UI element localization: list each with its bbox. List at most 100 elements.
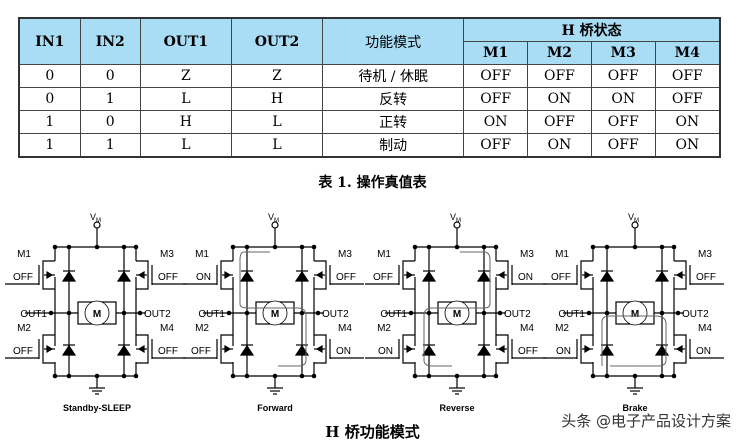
mosfet-channel xyxy=(496,260,509,290)
table-cell: L xyxy=(230,110,324,134)
junction-dot xyxy=(604,244,610,250)
junction-dot xyxy=(244,244,250,250)
junction-dot xyxy=(315,310,321,316)
header-bridge-state: H 桥状态 xyxy=(463,17,721,42)
junction-dot xyxy=(133,244,139,250)
diode-icon xyxy=(61,344,77,356)
table-cell: 1 xyxy=(79,87,141,111)
motor-icon xyxy=(262,300,288,326)
label-vm-sub: M xyxy=(96,218,101,224)
junction-dot xyxy=(590,373,596,379)
junction-dot xyxy=(675,310,681,316)
junction-dot xyxy=(671,373,677,379)
junction-dot xyxy=(632,373,638,379)
figure-caption: H 桥功能模式 xyxy=(325,423,420,441)
table-cell: 0 xyxy=(18,64,81,88)
label-m1: M1 xyxy=(555,249,569,260)
junction-dot xyxy=(586,310,592,316)
mosfet-channel xyxy=(42,334,55,364)
diode-icon xyxy=(294,270,310,282)
mosfet-channel xyxy=(580,260,593,290)
diode-icon xyxy=(61,270,77,282)
mosfet-channel xyxy=(220,260,233,290)
junction-dot xyxy=(481,373,487,379)
table-cell: 1 xyxy=(18,110,81,134)
diode-icon xyxy=(294,344,310,356)
table-cell: ON xyxy=(654,133,721,158)
table-cell: H xyxy=(230,87,324,111)
state-m3: OFF xyxy=(696,272,716,283)
junction-dot xyxy=(66,373,72,379)
diagram-caption: Standby-SLEEP xyxy=(63,403,131,413)
header-in1: IN1 xyxy=(18,17,81,65)
header-in2: IN2 xyxy=(79,17,141,65)
motor-label: M xyxy=(453,309,461,320)
junction-dot xyxy=(133,373,139,379)
truth-table: IN1 IN2 OUT1 OUT2 功能模式 H 桥状态 M1 M2 M3 M4… xyxy=(18,17,721,158)
diode-icon xyxy=(599,270,615,282)
junction-dot xyxy=(604,310,610,316)
junction-dot xyxy=(311,244,317,250)
state-m2: ON xyxy=(556,346,571,357)
state-m3: OFF xyxy=(336,272,356,283)
table-cell: OFF xyxy=(654,87,721,111)
table-cell: ON xyxy=(463,110,529,134)
junction-dot xyxy=(121,244,127,250)
junction-dot xyxy=(48,310,54,316)
state-m3: OFF xyxy=(158,272,178,283)
junction-dot xyxy=(272,373,278,379)
diode-icon xyxy=(654,270,670,282)
state-m1: OFF xyxy=(551,272,571,283)
mosfet-channel xyxy=(136,334,149,364)
table-cell: 0 xyxy=(79,64,141,88)
table-cell: 反转 xyxy=(322,87,465,111)
current-path xyxy=(423,251,491,367)
label-out1: OUT1 xyxy=(558,309,585,320)
header-m4: M4 xyxy=(654,41,721,65)
motor-label: M xyxy=(93,309,101,320)
label-m3: M3 xyxy=(520,249,534,260)
junction-dot xyxy=(481,310,487,316)
junction-dot xyxy=(493,373,499,379)
diode-icon xyxy=(421,344,437,356)
header-m1: M1 xyxy=(463,41,529,65)
junction-dot xyxy=(632,244,638,250)
motor-icon xyxy=(444,300,470,326)
junction-dot xyxy=(412,244,418,250)
junction-dot xyxy=(66,244,72,250)
diode-icon xyxy=(476,270,492,282)
table-cell: H xyxy=(139,110,232,134)
table-cell: 正转 xyxy=(322,110,465,134)
label-m3: M3 xyxy=(338,249,352,260)
watermark: 头条 @电子产品设计方案 xyxy=(561,412,731,430)
table-cell: ON xyxy=(590,87,656,111)
table-cell: OFF xyxy=(527,64,592,88)
table-cell: Z xyxy=(139,64,232,88)
label-vm-sub: M xyxy=(456,218,461,224)
label-out2: OUT2 xyxy=(144,309,171,320)
junction-dot xyxy=(226,310,232,316)
state-m1: OFF xyxy=(373,272,393,283)
junction-dot xyxy=(497,310,503,316)
diode-icon xyxy=(239,270,255,282)
junction-dot xyxy=(52,244,58,250)
state-m3: ON xyxy=(518,272,533,283)
junction-dot xyxy=(408,310,414,316)
table-cell: 待机 / 休眠 xyxy=(322,64,465,88)
table-cell: OFF xyxy=(527,110,592,134)
junction-dot xyxy=(481,244,487,250)
label-out2: OUT2 xyxy=(504,309,531,320)
diagram-caption: Reverse xyxy=(439,403,474,413)
label-m4: M4 xyxy=(160,323,174,334)
vm-terminal xyxy=(271,221,279,229)
current-path xyxy=(601,315,667,367)
junction-dot xyxy=(230,373,236,379)
table-cell: OFF xyxy=(463,64,529,88)
table-cell: 0 xyxy=(79,110,141,134)
motor-icon xyxy=(622,300,648,326)
state-m4: ON xyxy=(336,346,351,357)
table-cell: OFF xyxy=(463,87,529,111)
junction-dot xyxy=(493,244,499,250)
